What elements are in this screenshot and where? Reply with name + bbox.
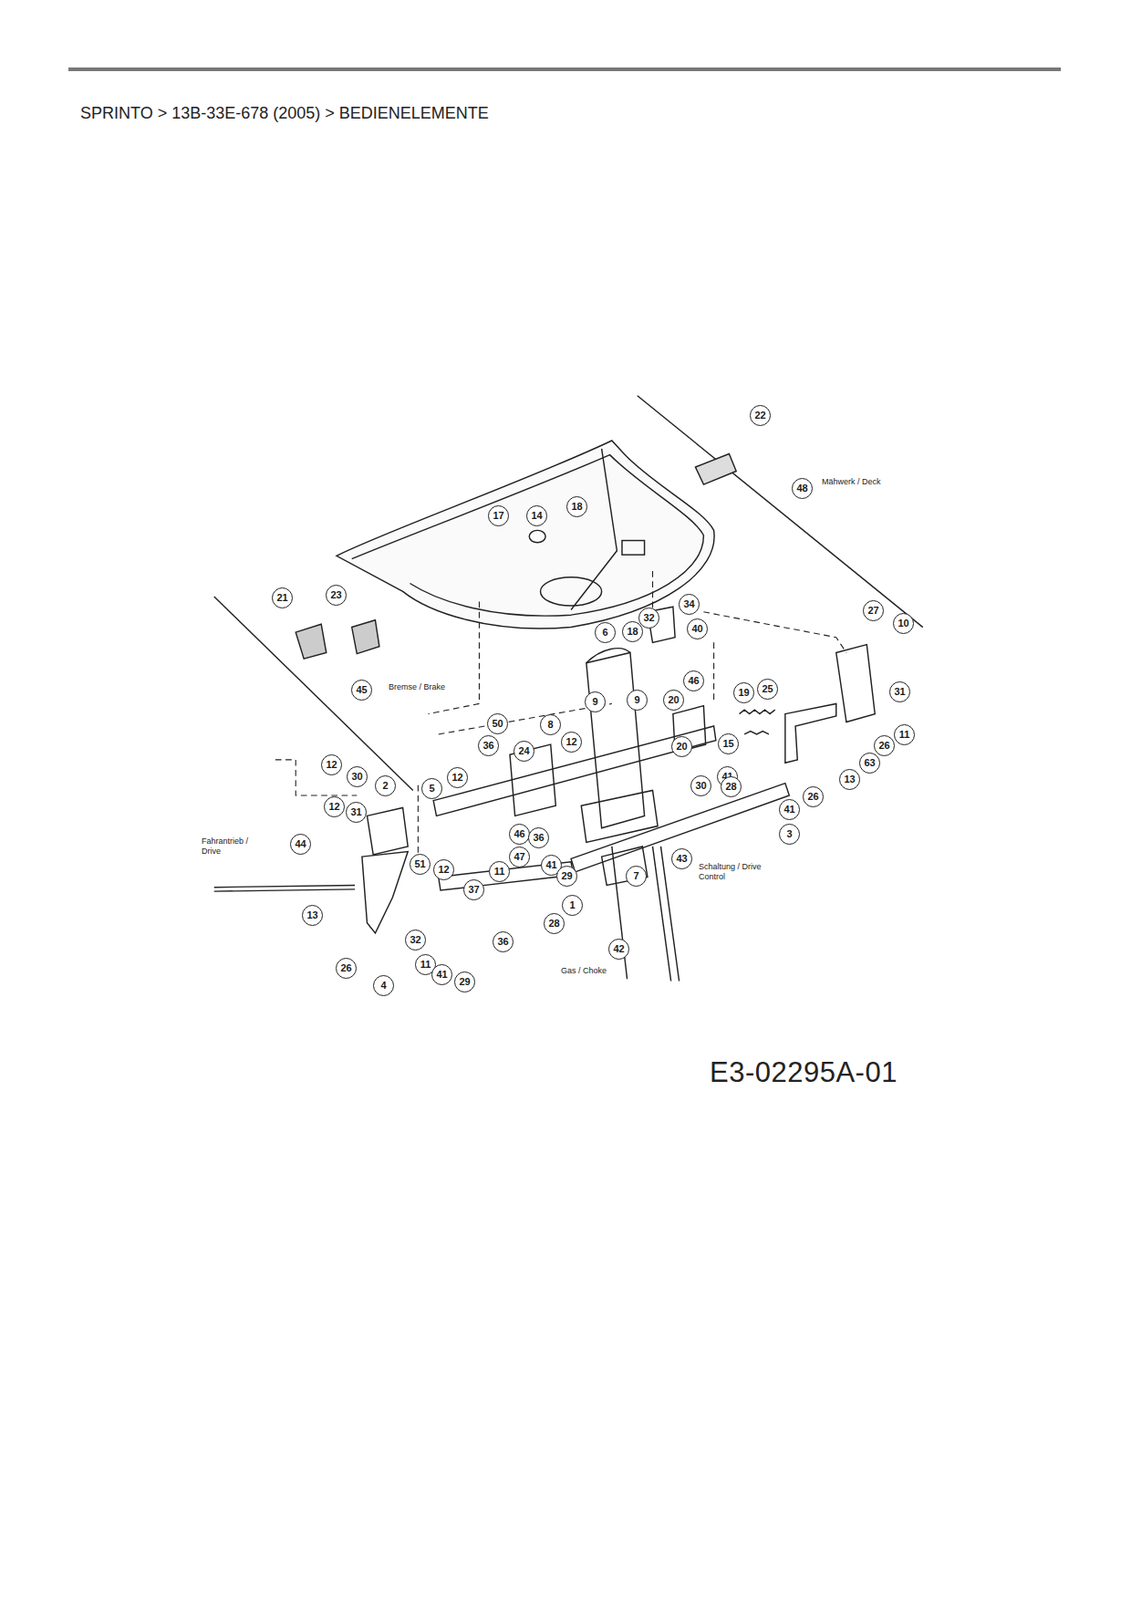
cable-label: Schaltung / Drive Control xyxy=(697,861,764,882)
callout-number: 34 xyxy=(678,593,700,615)
callout-number: 36 xyxy=(492,931,514,953)
callout-number: 20 xyxy=(663,689,685,711)
callout-number: 2 xyxy=(374,775,396,797)
callout-number: 11 xyxy=(893,724,915,746)
callout-number: 9 xyxy=(626,689,648,711)
callout-number: 31 xyxy=(345,801,367,823)
callout-number: 15 xyxy=(717,733,739,755)
callout-number: 18 xyxy=(566,496,588,518)
callout-number: 11 xyxy=(488,861,510,882)
callout-number: 22 xyxy=(749,404,771,426)
callout-number: 19 xyxy=(733,682,755,704)
callout-number: 40 xyxy=(686,618,708,640)
callout-number: 48 xyxy=(791,477,813,499)
callout-number: 27 xyxy=(862,600,884,622)
callout-number: 32 xyxy=(404,929,426,951)
callout-number: 31 xyxy=(889,681,911,703)
callout-number: 42 xyxy=(608,938,630,960)
cable-label: Mähwerk / Deck xyxy=(820,477,882,488)
exploded-view xyxy=(214,395,924,982)
callout-number: 46 xyxy=(683,670,705,692)
breadcrumb-title: SPRINTO > 13B-33E-678 (2005) > BEDIENELE… xyxy=(80,103,489,124)
drawing-number: E3-02295A-01 xyxy=(709,1056,898,1090)
header-rule xyxy=(68,67,1061,72)
callout-number: 17 xyxy=(487,505,509,527)
callout-number: 7 xyxy=(625,865,647,887)
callout-number: 26 xyxy=(873,735,895,757)
callout-number: 26 xyxy=(335,957,357,979)
callout-number: 28 xyxy=(543,913,565,934)
callout-number: 41 xyxy=(778,798,800,820)
callout-number: 6 xyxy=(594,622,616,644)
callout-number: 20 xyxy=(671,736,693,758)
callout-number: 14 xyxy=(526,505,548,527)
callout-number: 9 xyxy=(584,691,606,713)
callout-number: 50 xyxy=(487,713,509,735)
callout-number: 8 xyxy=(539,714,561,736)
callout-number: 41 xyxy=(431,964,453,986)
callout-number: 37 xyxy=(463,879,485,901)
callout-number: 12 xyxy=(321,754,343,776)
callout-number: 13 xyxy=(839,768,861,790)
callout-number: 10 xyxy=(892,612,914,634)
callout-number: 43 xyxy=(671,848,693,870)
callout-number: 13 xyxy=(301,904,323,926)
callout-number: 63 xyxy=(859,752,881,774)
callout-number: 5 xyxy=(421,778,443,799)
callout-number: 3 xyxy=(778,823,800,845)
callout-number: 36 xyxy=(477,735,499,757)
cable-label: Fahrantrieb / Drive xyxy=(200,836,267,857)
cable-label: Bremse / Brake xyxy=(387,682,447,693)
callout-number: 45 xyxy=(351,679,373,701)
callout-number: 47 xyxy=(508,846,530,868)
callout-number: 4 xyxy=(373,975,395,997)
callout-number: 12 xyxy=(446,767,468,789)
callout-number: 46 xyxy=(508,823,530,845)
callout-number: 30 xyxy=(690,775,712,797)
cable-label: Gas / Choke xyxy=(560,965,608,976)
callout-number: 12 xyxy=(323,796,345,818)
callout-number: 29 xyxy=(454,971,476,993)
callout-number: 24 xyxy=(513,740,535,762)
callout-number: 28 xyxy=(720,776,742,798)
callout-number: 32 xyxy=(638,607,660,629)
callout-number: 29 xyxy=(556,865,578,887)
callout-number: 30 xyxy=(346,766,368,788)
callout-number: 21 xyxy=(271,587,293,609)
callout-number: 25 xyxy=(757,678,779,700)
callout-number: 36 xyxy=(528,827,550,849)
callout-number: 12 xyxy=(433,859,455,881)
callout-number: 1 xyxy=(561,894,583,916)
callout-number: 12 xyxy=(560,731,582,753)
callout-number: 23 xyxy=(325,584,347,606)
callout-number: 44 xyxy=(290,833,312,855)
callout-number: 26 xyxy=(802,786,824,808)
callout-number: 51 xyxy=(409,853,431,875)
